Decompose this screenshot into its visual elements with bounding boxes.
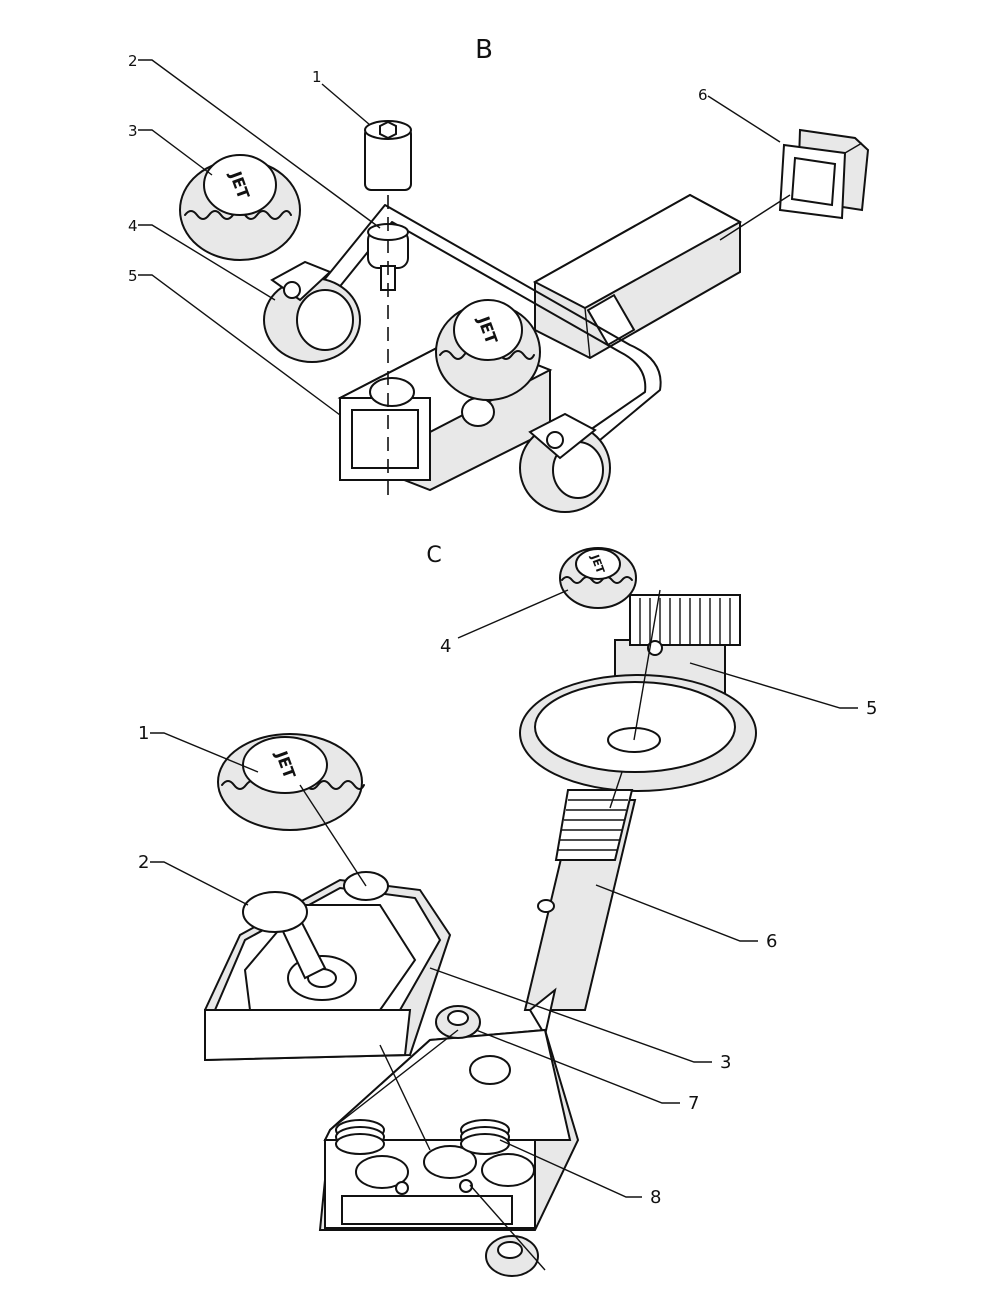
view-b-callout-labels: 2 1 3 4 5 6: [128, 52, 708, 285]
part-b-square-tube-arm: [532, 193, 743, 360]
part-c-springs: [335, 1119, 510, 1155]
part-b-u-bracket: [319, 204, 662, 441]
view-b: B: [128, 35, 870, 513]
part-c-small-knob: JET: [559, 547, 637, 609]
part-c-base-plate: [318, 1028, 580, 1231]
part-b-left-collar: [263, 260, 361, 363]
view-c-construction-lines: [299, 589, 661, 1271]
callout-b-5: 5: [128, 267, 138, 285]
callout-c-6: 6: [766, 931, 777, 952]
part-c-foot-nut: [485, 1235, 539, 1277]
callout-c-5: 5: [866, 698, 877, 719]
callout-c-4: 4: [440, 636, 451, 657]
callout-c-7: 7: [688, 1093, 699, 1114]
callout-c-8: 8: [650, 1187, 661, 1208]
callout-c-3: 3: [720, 1052, 731, 1073]
callout-b-3: 3: [128, 122, 138, 140]
part-b-upper-knob: JET: [179, 154, 301, 261]
view-c-callout-labels: 4 5 1 2 6 3 7 8: [138, 636, 877, 1208]
part-c-disc: [519, 674, 757, 792]
callout-b-4: 4: [128, 217, 138, 235]
part-c-threaded-shaft: [523, 789, 637, 1038]
part-c-washer: [435, 1005, 481, 1039]
part-b-end-cap: [778, 128, 870, 220]
part-b-center-knob: JET: [435, 299, 541, 401]
view-c-letter: C: [426, 543, 441, 568]
part-c-mushroom-pin: [242, 891, 327, 980]
callout-c-1: 1: [138, 723, 149, 744]
part-c-clamp-bracket: [204, 871, 452, 1062]
part-b-pin: [367, 223, 409, 291]
part-b-socket-screw: [364, 120, 412, 191]
view-b-leaders: [138, 59, 791, 416]
view-c-leaders: [150, 589, 858, 1198]
part-c-large-knob: JET: [217, 733, 365, 831]
view-b-letter: B: [475, 35, 493, 65]
callout-b-2: 2: [128, 52, 138, 70]
part-b-right-collar: [519, 412, 611, 513]
callout-c-2: 2: [138, 852, 149, 873]
view-c: C JET: [138, 543, 877, 1277]
callout-b-6: 6: [698, 86, 708, 104]
callout-b-1: 1: [312, 68, 322, 86]
